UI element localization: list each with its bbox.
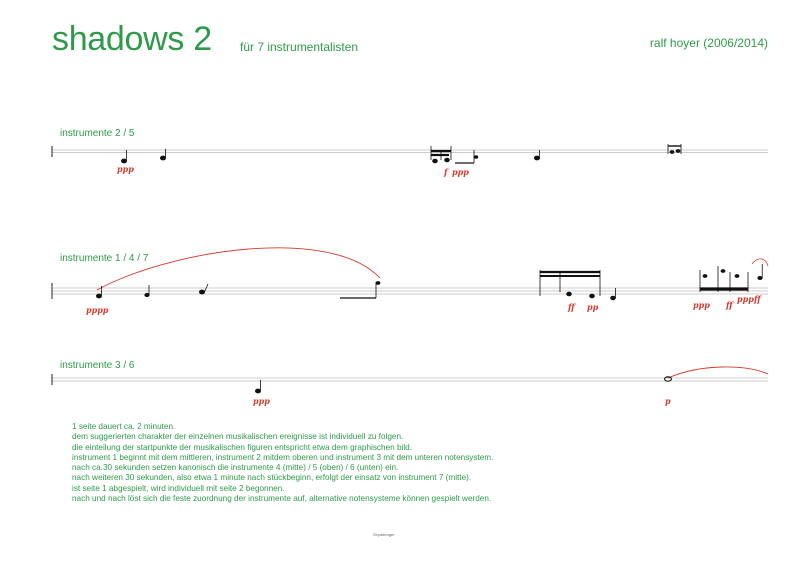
instruction-line: nach weiteren 30 sekunden, also etwa 1 m… [72,473,472,483]
system-label-top: instrumente 2 / 5 [60,128,135,139]
dynamic-mark: ppp [117,164,134,174]
instruction-line: nach ca.30 sekunden setzen kanonisch die… [72,463,399,473]
page-title: shadows 2 [52,20,212,58]
dynamic-mark: ff [567,302,576,312]
notes-middle [96,264,763,301]
dynamic-mark: ppp [693,300,710,310]
performance-instructions: 1 seite dauert ca. 2 minuten. dem sugger… [72,422,493,504]
staff-middle [51,283,768,299]
staff-bottom [51,374,768,385]
slur [667,366,769,379]
footer-mark: Shyddenger [373,532,395,537]
dynamic-mark: ppp [452,167,469,177]
dynamic-mark: ff [725,300,734,310]
instruction-line: die einteilung der startpunkte der musik… [72,442,412,452]
instruction-line: 1 seite dauert ca. 2 minuten. [72,422,176,431]
dynamic-mark: p [665,396,671,406]
instruction-line: nach und nach löst sich die feste zuordn… [72,494,492,504]
system-label-bottom: instrumente 3 / 6 [60,360,135,371]
staff-top [51,146,768,157]
subtitle: für 7 instrumentalisten [240,40,359,54]
notes-bottom [254,376,672,394]
dynamic-mark: f [443,167,449,177]
system-label-middle: instrumente 1 / 4 / 7 [60,253,149,264]
instruction-line: instrument 1 beginnt mit dem mittleren, … [72,452,494,462]
slur [751,258,769,267]
dynamic-mark: ppp [737,294,754,304]
instruction-line: ist seite 1 abgespielt, wird individuell… [72,483,285,493]
composer-credit: ralf hoyer (2006/2014) [649,36,768,50]
instruction-line: dem suggerierten charakter der einzelnen… [72,432,404,442]
dynamic-mark: pp [587,302,599,312]
dynamic-mark: ff [753,294,762,304]
dynamic-mark: pppp [86,305,109,315]
slur [96,247,381,291]
dynamic-mark: ppp [253,396,270,406]
notes-top [121,144,682,164]
